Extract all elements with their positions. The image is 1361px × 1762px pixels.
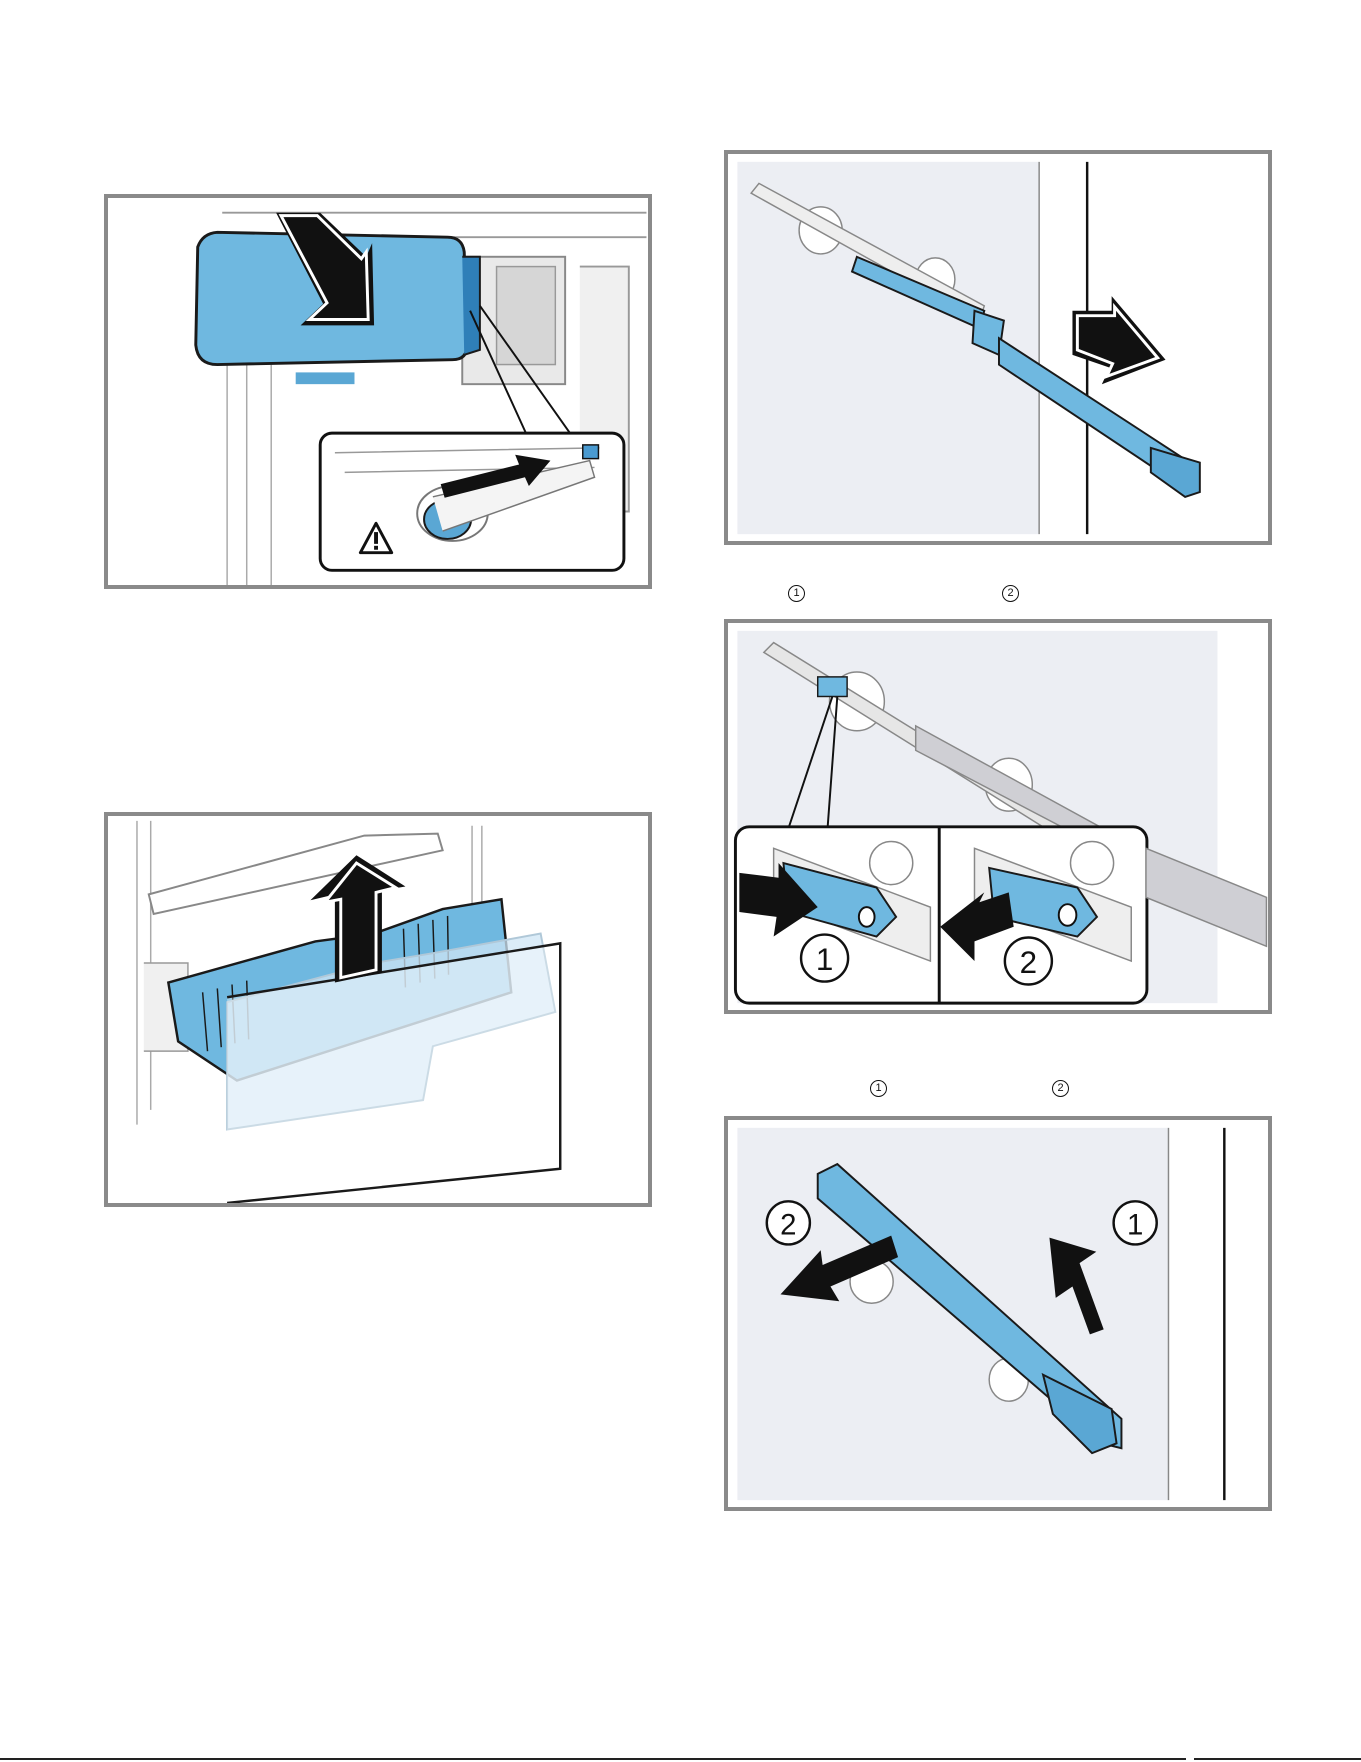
rail-pull-drawing (728, 154, 1268, 541)
clip-marker-2: 2 (1020, 945, 1037, 980)
illustration-rail-removal: 1 2 (724, 1116, 1272, 1511)
step-callout-line-2: 1 2 (870, 1080, 1090, 1100)
callout-1: 1 (870, 1080, 887, 1097)
step-callout-line-1: 1 2 (788, 585, 1088, 605)
illustration-rail-clip: 1 2 (724, 619, 1272, 1014)
callout-2: 2 (1002, 585, 1019, 602)
callout-2: 2 (1052, 1080, 1069, 1097)
clip-marker-1: 1 (816, 942, 833, 977)
callout-1: 1 (788, 585, 805, 602)
illustration-filter-cover (104, 194, 652, 589)
illustration-rail-pull (724, 150, 1272, 545)
rail-removal-drawing: 1 2 (728, 1120, 1268, 1507)
removal-marker-1: 1 (1127, 1209, 1143, 1242)
filter-cover-drawing (108, 198, 648, 585)
drawer-drawing (108, 816, 648, 1203)
footer-rule (0, 1758, 1361, 1760)
removal-marker-2: 2 (780, 1209, 796, 1242)
illustration-drawer-removal (104, 812, 652, 1207)
rail-clip-drawing: 1 2 (728, 623, 1268, 1010)
